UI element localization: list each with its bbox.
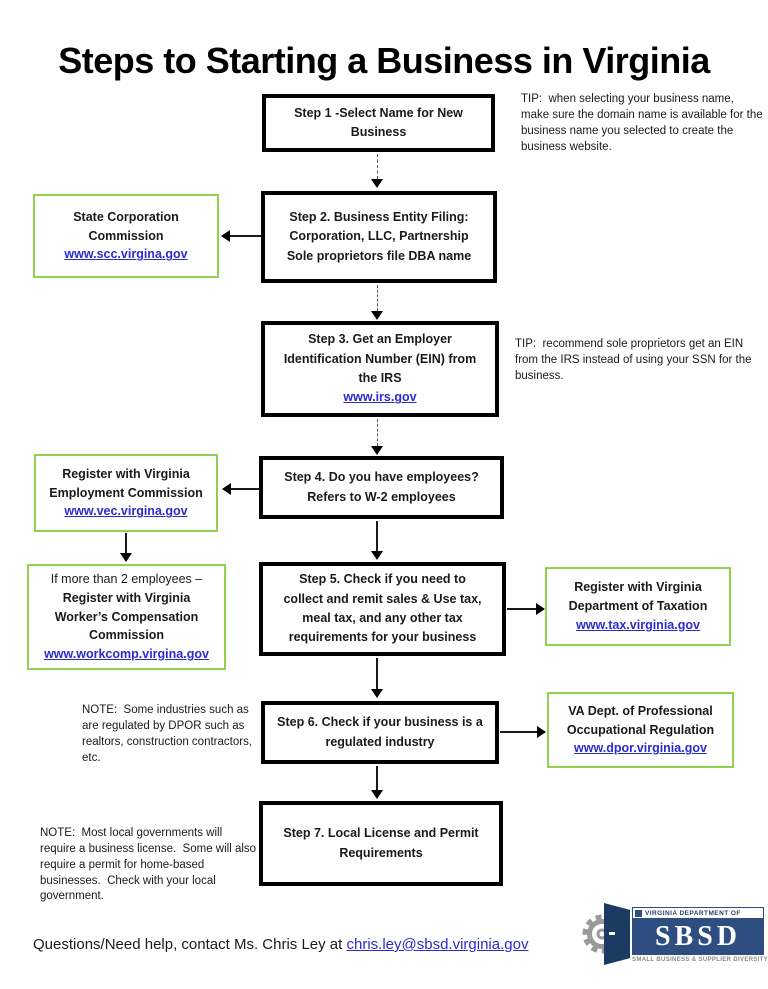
step3-line: Step 3. Get an Employer [308,332,452,347]
door-icon [604,903,630,965]
step7-box: Step 7. Local License and Permit Require… [259,801,503,886]
arrow-head-icon [537,726,546,738]
logo-department-text: VIRGINIA DEPARTMENT OF [645,909,741,917]
step6-line: regulated industry [325,734,435,749]
arrow-line [376,419,378,446]
arrow-line [500,731,537,733]
arrow-head-icon [371,311,383,320]
contact-line: Questions/Need help, contact Ms. Chris L… [33,936,528,953]
step2-line: Corporation, LLC, Partnership [289,229,469,244]
vec-box: Register with Virginia Employment Commis… [34,454,218,532]
step2-box: Step 2. Business Entity Filing: Corporat… [261,191,497,283]
door-handle-icon [609,932,615,935]
scc-box: State Corporation Commission www.scc.vir… [33,194,219,278]
arrow-step6-to-dpor [500,726,546,738]
arrow-step4-to-vec [222,483,259,495]
step3-box: Step 3. Get an Employer Identification N… [261,321,499,417]
tax-line: Department of Taxation [568,599,708,614]
workcomp-line: Register with Virginia [62,590,191,605]
step3-line: Identification Number (EIN) from [283,351,477,366]
arrow-head-icon [371,551,383,560]
arrow-step2-to-scc [221,230,261,242]
workcomp-intro: If more than 2 employees – [50,572,203,587]
sbsd-logo: VIRGINIA DEPARTMENT OF SBSD SMALL BUSINE… [578,901,768,967]
step5-box: Step 5. Check if you need to collect and… [259,562,506,656]
note-local-license: NOTE: Most local governments will requir… [40,827,260,903]
arrow-head-icon [371,179,383,188]
logo-text-block: VIRGINIA DEPARTMENT OF SBSD SMALL BUSINE… [632,907,768,963]
scc-link[interactable]: www.scc.virgina.gov [64,247,188,262]
arrow-line [507,608,536,610]
workcomp-line: Worker’s Compensation [54,609,199,624]
note-dpor: NOTE: Some industries such as are regula… [82,704,256,764]
step6-box: Step 6. Check if your business is a regu… [261,701,499,764]
dpor-box: VA Dept. of Professional Occupational Re… [547,692,734,768]
arrow-line [376,766,378,790]
scc-line: State Corporation [73,209,179,224]
arrow-head-icon [371,790,383,799]
step2-line: Step 2. Business Entity Filing: [289,209,469,224]
step1-box: Step 1 -Select Name for New Business [262,94,495,152]
step4-line: Step 4. Do you have employees? [284,470,479,485]
step1-line: Business [350,125,407,139]
step4-box: Step 4. Do you have employees? Refers to… [259,456,504,519]
workcomp-line: Commission [88,628,164,643]
contact-text: Questions/Need help, contact Ms. Chris L… [33,936,347,953]
arrow-line [376,658,378,689]
irs-link[interactable]: www.irs.gov [343,390,417,405]
arrow-head-icon [221,230,230,242]
logo-department-bar: VIRGINIA DEPARTMENT OF [632,907,764,919]
step7-line: Step 7. Local License and Permit [283,826,479,841]
page-title: Steps to Starting a Business in Virginia [58,40,710,81]
arrow-step2-to-step3 [371,285,383,320]
arrow-step5-to-step6 [371,658,383,698]
arrow-line [376,154,378,179]
step5-line: meal tax, and any other tax [302,611,463,625]
step6-line: Step 6. Check if your business is a [277,715,483,730]
arrow-step4-to-step5 [371,521,383,560]
arrow-vec-to-workcomp [120,533,132,562]
step3-line: the IRS [358,371,402,385]
arrow-line [376,521,378,551]
vec-line: Register with Virginia [62,466,190,481]
dpor-line: Occupational Regulation [566,722,715,737]
tip-ein: TIP: recommend sole proprietors get an E… [515,338,755,382]
tip-domain-name: TIP: when selecting your business name, … [521,93,766,153]
step5-line: requirements for your business [288,630,477,645]
arrow-line [376,285,378,311]
arrow-head-icon [371,446,383,455]
tax-box: Register with Virginia Department of Tax… [545,567,731,646]
logo-tagline: SMALL BUSINESS & SUPPLIER DIVERSITY [632,957,768,963]
arrow-step3-to-step4 [371,419,383,455]
dpor-link[interactable]: www.dpor.virginia.gov [574,741,707,756]
vec-line: Employment Commission [49,485,203,500]
arrow-step6-to-step7 [371,766,383,799]
arrow-head-icon [371,689,383,698]
arrow-line [231,488,259,490]
arrow-line [230,235,261,237]
step4-line: Refers to W-2 employees [307,489,456,504]
scc-line: Commission [88,228,164,243]
contact-email-link[interactable]: chris.ley@sbsd.virginia.gov [346,936,529,953]
step1-line: Step 1 -Select Name for New [294,105,463,120]
workcomp-link[interactable]: www.workcomp.virgina.gov [44,647,209,662]
step5-line: collect and remit sales & Use tax, [283,591,482,606]
logo-acronym: SBSD [632,919,764,955]
tax-link[interactable]: www.tax.virginia.gov [576,617,700,632]
arrow-head-icon [222,483,231,495]
arrow-step5-to-tax [507,603,545,615]
arrow-head-icon [536,603,545,615]
step7-line: Requirements [339,845,423,860]
step2-line: Sole proprietors file DBA name [286,248,472,263]
arrow-line [125,533,127,553]
workcomp-box: If more than 2 employees – Register with… [27,564,226,670]
dpor-line: VA Dept. of Professional [568,703,713,718]
arrow-head-icon [120,553,132,562]
arrow-step1-to-step2 [371,154,383,188]
vec-link[interactable]: www.vec.virgina.gov [64,504,188,519]
tax-line: Register with Virginia [574,580,702,595]
logo-square-icon [635,909,642,917]
step5-line: Step 5. Check if you need to [299,572,466,587]
